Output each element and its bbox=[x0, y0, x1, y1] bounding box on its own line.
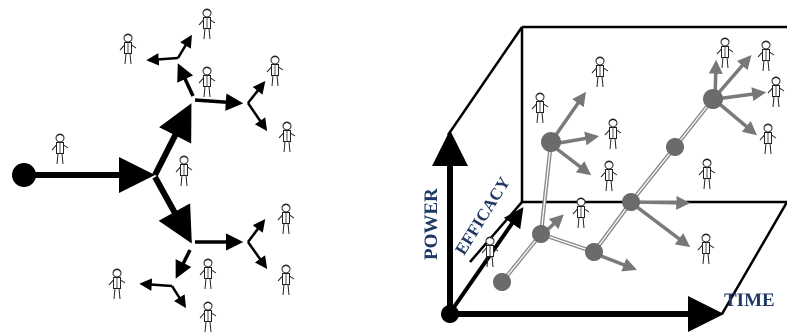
upper-leaf-arrow-1 bbox=[146, 53, 179, 66]
outcome-arrows bbox=[541, 55, 767, 272]
person-figure bbox=[199, 301, 217, 333]
person-figure bbox=[278, 121, 296, 153]
person-figure bbox=[697, 233, 715, 265]
lower-leaf-arrow-3 bbox=[139, 278, 173, 291]
person-figure bbox=[698, 158, 716, 190]
right-3d-diagram: POWER EFFICACY TIME bbox=[421, 25, 787, 332]
trajectory-links bbox=[500, 97, 715, 284]
person-figure bbox=[716, 37, 734, 69]
person-figure bbox=[108, 268, 126, 300]
person-figure bbox=[277, 203, 295, 235]
person-figure bbox=[600, 160, 618, 192]
axes-origin-node bbox=[441, 305, 459, 323]
node bbox=[622, 193, 640, 211]
node bbox=[666, 138, 684, 156]
lower-branch-arrow bbox=[152, 175, 192, 244]
person-figure bbox=[198, 66, 216, 98]
person-figure bbox=[591, 56, 609, 88]
upper-leaf-arrow-3 bbox=[247, 81, 266, 104]
lower-leaf-arrow-2 bbox=[246, 241, 268, 270]
person-figure bbox=[175, 155, 193, 187]
person-figure bbox=[51, 133, 69, 165]
node bbox=[703, 89, 723, 109]
person-figure bbox=[759, 123, 777, 155]
lower-leaf-arrow-4 bbox=[170, 285, 187, 309]
node bbox=[541, 132, 561, 152]
lower-leaf-arrow-1 bbox=[247, 219, 266, 243]
trajectory-nodes bbox=[493, 89, 723, 291]
node bbox=[493, 273, 511, 291]
upper-branch-arrow bbox=[152, 103, 192, 177]
person-figure bbox=[757, 40, 775, 72]
person-figure bbox=[767, 76, 785, 108]
person-figure bbox=[198, 8, 216, 40]
upper-leaf-arrow-4 bbox=[246, 102, 268, 132]
person-figure bbox=[277, 264, 295, 296]
power-axis-label: POWER bbox=[421, 188, 442, 260]
person-figure bbox=[199, 258, 217, 290]
left-tree-diagram bbox=[12, 8, 296, 333]
node bbox=[585, 243, 603, 261]
person-figure bbox=[119, 33, 137, 65]
person-figure bbox=[604, 118, 622, 150]
person-figure bbox=[266, 55, 284, 87]
origin-node bbox=[12, 163, 36, 187]
efficacy-axis bbox=[450, 207, 524, 312]
upper-sub-arrow-up bbox=[177, 63, 195, 97]
node bbox=[532, 225, 550, 243]
upper-sub-arrow-right bbox=[194, 93, 244, 111]
upper-leaf-arrow-2 bbox=[176, 34, 192, 59]
time-axis-label: TIME bbox=[724, 290, 775, 311]
lower-sub-arrow-down bbox=[175, 249, 192, 279]
efficacy-axis-label: EFFICACY bbox=[451, 174, 514, 259]
person-figure bbox=[531, 92, 549, 124]
